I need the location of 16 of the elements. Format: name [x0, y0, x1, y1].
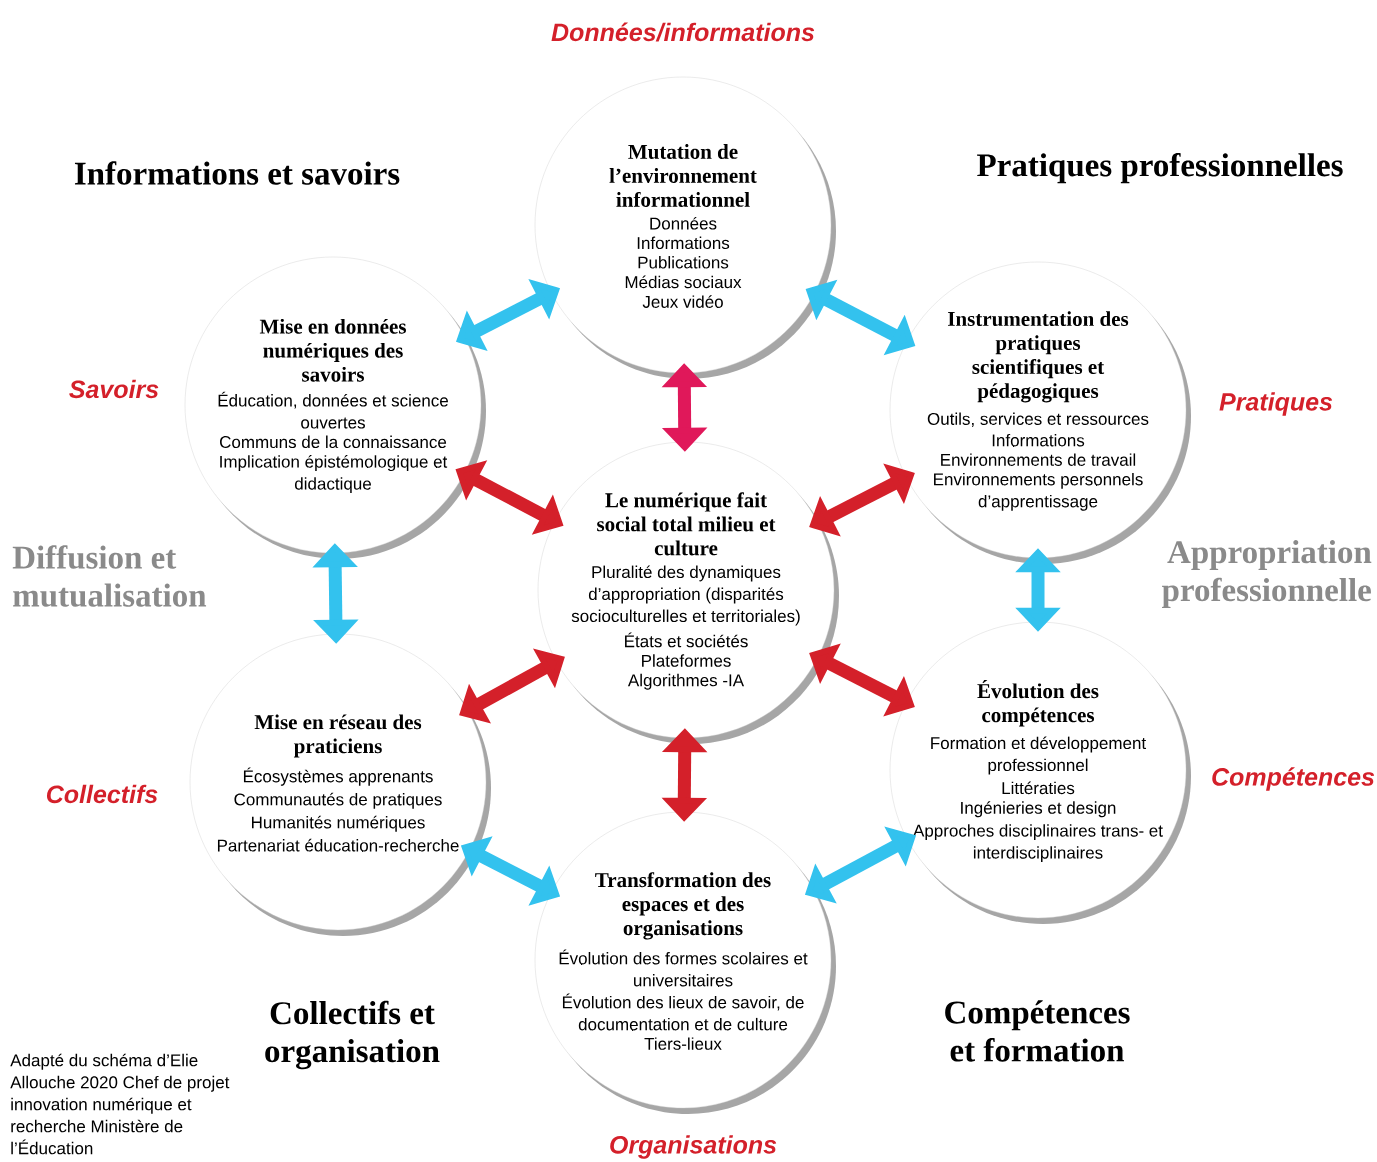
category-label: Collectifs: [46, 784, 158, 804]
circle-node: Mise en réseau des praticiens Écosystèmes apprenants Communautés de pratiques Humanités numériques Partenariat éducation-recherche: [189, 633, 491, 936]
category-label: Savoirs: [69, 379, 159, 399]
circle-node: Évolution des compétences Formation et développement professionnel Littératies Ingénieries et design Approches disciplinaires trans- et interdisciplinaires: [889, 621, 1191, 924]
circle-node: Transformation des espaces et des organisations Évolution des formes scolaires et universitaires Évolution des lieux de savoir, de documentation et de culture Tiers-lieux: [534, 811, 836, 1114]
circle-node: Mise en données numériques des savoirs Éducation, données et science ouvertes Communs de la connaissance Implication épistémologique et didactique: [184, 256, 486, 559]
section-title: Pratiques professionnelles: [977, 152, 1343, 184]
circle-node: Le numérique fait social total milieu et culture Pluralité des dynamiques d’appropriation (disparités socioculturelles et territoriales) États et sociétés Plateformes Algorithmes -IA: [537, 441, 839, 744]
section-title: Compétences et formation: [945, 1000, 1130, 1062]
category-label: Données/informations: [551, 22, 815, 42]
circle-node: Mutation de l’environnement informationnel Données Informations Publications Médias sociaux Jeux vidéo: [534, 76, 836, 379]
section-title: Informations et savoirs: [74, 161, 400, 185]
double-arrow: [459, 648, 565, 724]
section-title: Collectifs et organisation: [265, 1000, 440, 1070]
category-label: Pratiques: [1219, 392, 1333, 416]
credit-note: Adapté du schéma d’Elie Allouche 2020 Chef de projet innovation numérique et recherche Ministère de l’Éducation: [10, 1053, 230, 1155]
